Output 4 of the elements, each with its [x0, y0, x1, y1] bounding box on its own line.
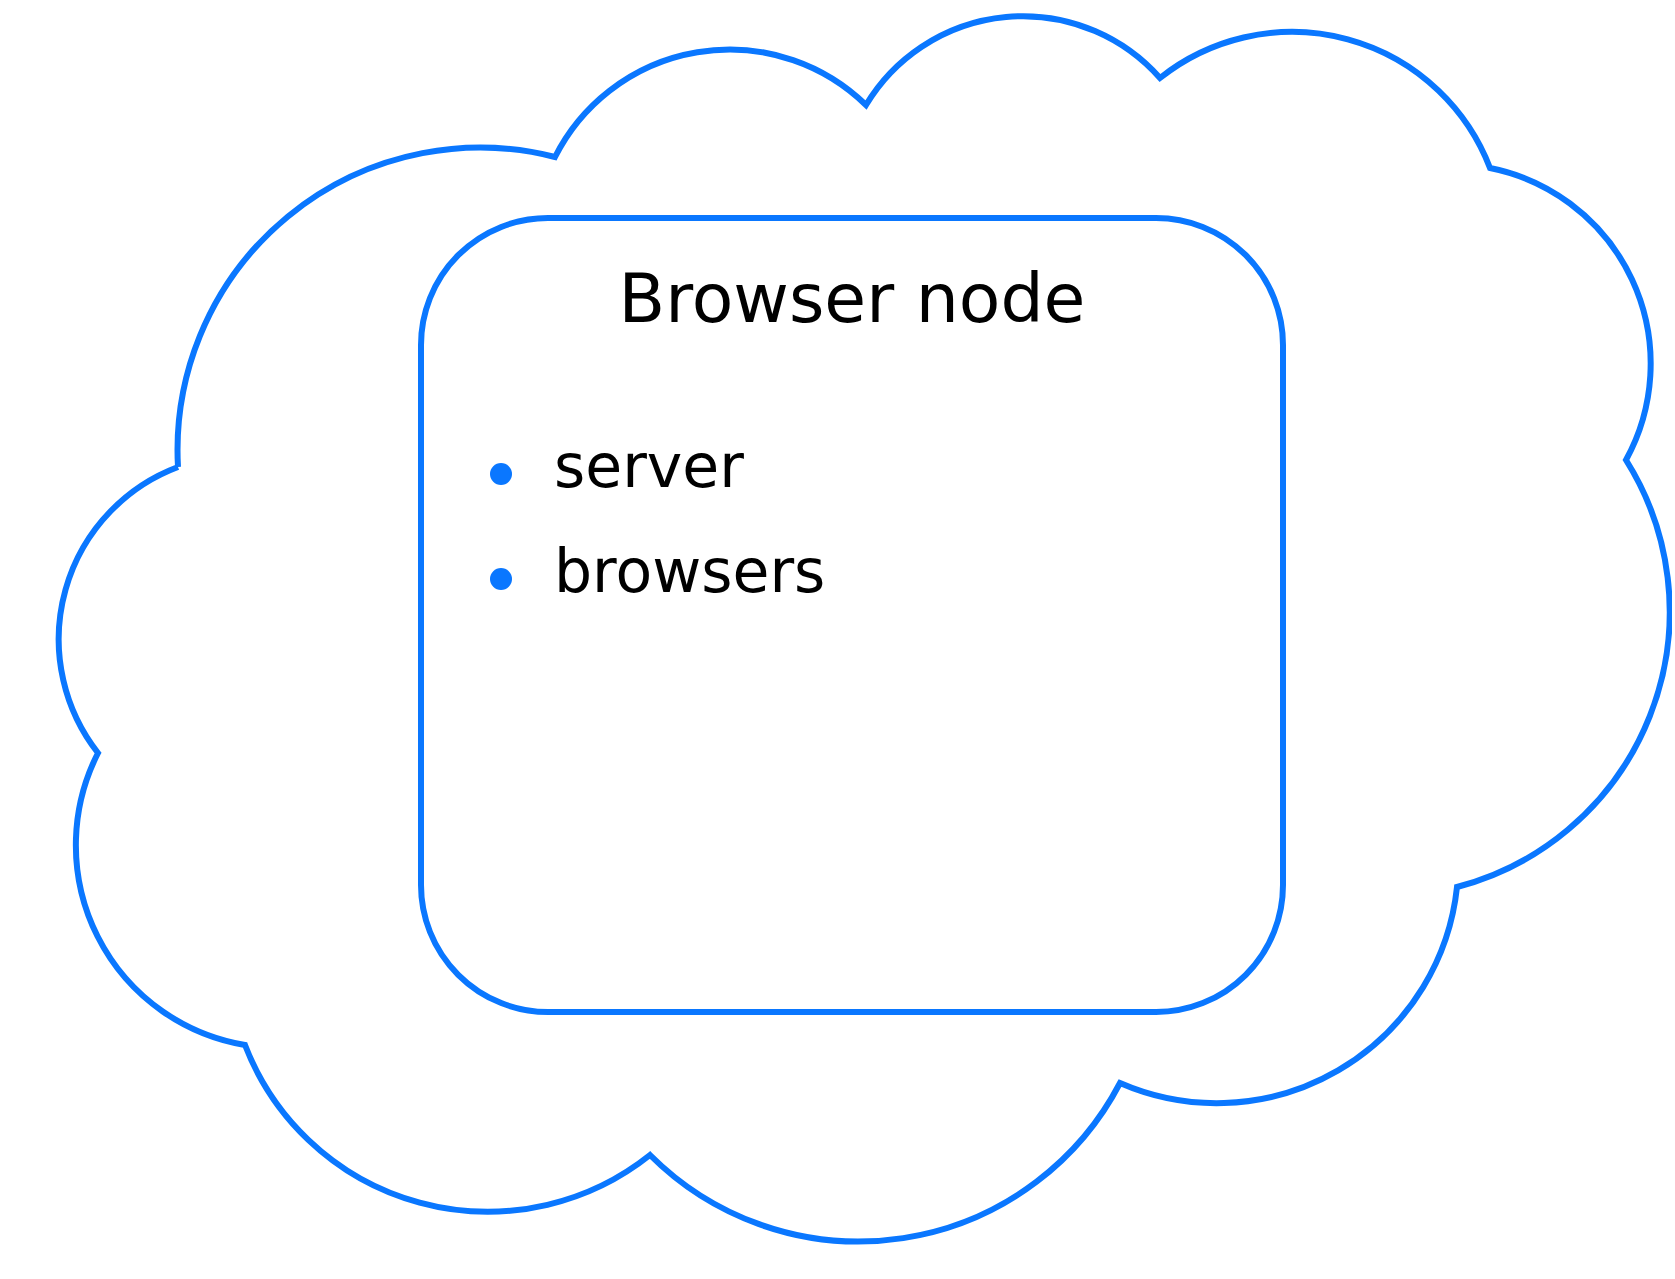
node-title: Browser node [618, 259, 1086, 338]
list-item: browsers [554, 536, 826, 606]
list-item: server [554, 431, 744, 501]
node-box [418, 215, 1286, 1015]
